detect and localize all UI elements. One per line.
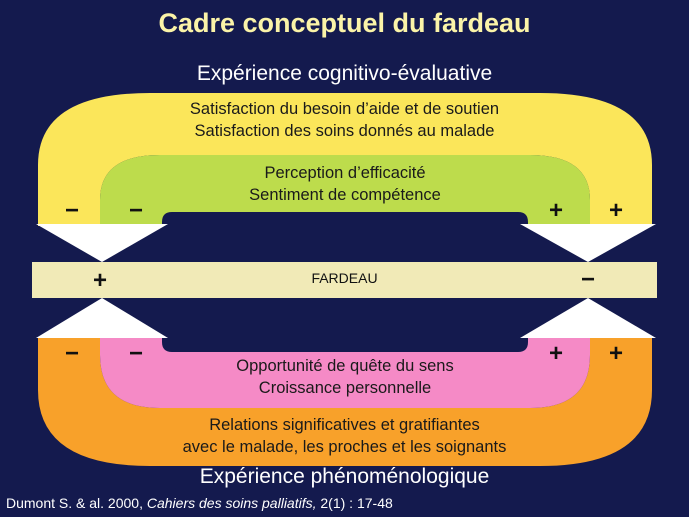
arrow-up-left bbox=[36, 298, 168, 338]
inner-bottom-arch bbox=[100, 338, 590, 408]
inner-top-line2: Sentiment de compétence bbox=[249, 186, 441, 204]
sign-bottom-inner-right: + bbox=[548, 340, 563, 367]
outer-bottom-line2: avec le malade, les proches et les soign… bbox=[182, 438, 507, 456]
sign-top-inner-right: + bbox=[548, 197, 563, 224]
inner-top-arch bbox=[100, 155, 590, 226]
inner-top-text: Perception d’efficacité Sentiment de com… bbox=[160, 162, 530, 206]
bottom-experience-label: Expérience phénoménologique bbox=[199, 465, 490, 488]
outer-bottom-text: Relations significatives et gratifiantes… bbox=[100, 414, 589, 458]
page-title: Cadre conceptuel du fardeau bbox=[158, 8, 531, 38]
center-right-sign: − bbox=[580, 266, 595, 293]
sign-bottom-inner-left: − bbox=[128, 340, 143, 367]
top-experience-label: Expérience cognitivo-évaluative bbox=[196, 62, 493, 85]
inner-bottom-line1: Opportunité de quête du sens bbox=[236, 357, 454, 375]
inner-bottom-text: Opportunité de quête du sens Croissance … bbox=[160, 355, 530, 399]
sign-bottom-outer-right: + bbox=[608, 340, 623, 367]
center-bar bbox=[32, 262, 657, 298]
inner-bottom-line2: Croissance personnelle bbox=[258, 379, 432, 397]
arrow-down-left bbox=[36, 224, 168, 262]
outer-bottom-line1: Relations significatives et gratifiantes bbox=[209, 416, 480, 434]
sign-top-inner-left: − bbox=[128, 197, 143, 224]
citation: Dumont S. & al. 2000, Cahiers des soins … bbox=[6, 495, 393, 511]
sign-top-outer-right: + bbox=[608, 197, 623, 224]
outer-bottom-arch bbox=[38, 338, 652, 466]
citation-prefix: Dumont S. & al. 2000, bbox=[6, 495, 147, 511]
sign-top-outer-left: − bbox=[64, 197, 79, 224]
citation-journal: Cahiers des soins palliatifs, bbox=[146, 495, 317, 511]
outer-top-line1: Satisfaction du besoin d’aide et de sout… bbox=[189, 100, 500, 118]
outer-top-line2: Satisfaction des soins donnés au malade bbox=[194, 122, 495, 140]
outer-top-arch bbox=[38, 93, 652, 226]
center-left-sign: + bbox=[92, 267, 107, 294]
arrow-up-right bbox=[520, 298, 656, 338]
inner-top-line1: Perception d’efficacité bbox=[264, 164, 426, 182]
outer-top-text: Satisfaction du besoin d’aide et de sout… bbox=[100, 98, 589, 142]
citation-suffix: 2(1) : 17-48 bbox=[316, 495, 393, 511]
sign-bottom-outer-left: − bbox=[64, 340, 79, 367]
arrow-down-right bbox=[520, 224, 656, 262]
center-label: FARDEAU bbox=[311, 270, 378, 286]
